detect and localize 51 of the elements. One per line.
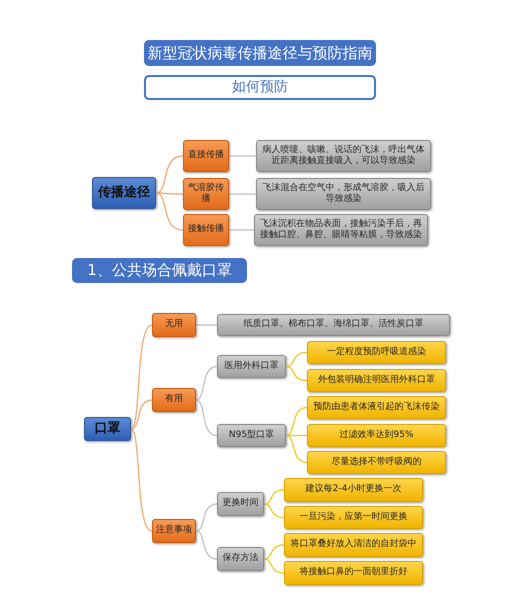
detail-box: 预防由患者体液引起的飞沫传染 (307, 396, 446, 419)
connector-line (229, 155, 256, 157)
detail-box: 建议每2-4小时更换一次 (284, 478, 423, 502)
category-box: 注意事项 (152, 519, 196, 543)
detail-box: 尽量选择不带呼吸阀的 (307, 451, 446, 474)
connector-line (264, 544, 284, 560)
connector-line (229, 229, 254, 231)
subcategory-box: N95型口罩 (217, 424, 286, 447)
subtitle-box: 如何预防 (144, 75, 376, 100)
category-box: 无用 (152, 313, 196, 337)
detail-box: 一定程度预防呼吸道感染 (307, 341, 446, 364)
detail-box: 外包装明确注明医用外科口罩 (307, 369, 446, 392)
category-box: 气溶胶传播 (183, 178, 229, 210)
connector-line (130, 399, 152, 430)
connector-line (264, 558, 284, 574)
connector-line (264, 489, 284, 505)
detail-box: 将口罩叠好放入清洁的自封袋中 (284, 533, 423, 557)
connector-line (130, 324, 152, 430)
category-box: 接触传播 (183, 214, 229, 246)
description-box: 飞沫混合在空气中，形成气溶胶，吸入后导致感染 (256, 178, 431, 210)
topic-box: 传播途径 (92, 177, 156, 209)
connector-line (196, 503, 218, 532)
connector-line (156, 192, 183, 195)
section-banner: 1、公共场合佩戴口罩 (72, 258, 247, 283)
connector-line (130, 428, 152, 532)
topic-box: 口罩 (84, 417, 131, 441)
connector-line (196, 366, 218, 401)
connector-line (156, 192, 184, 231)
title-banner: 新型冠状病毒传播途径与预防指南 (144, 40, 376, 66)
connector-line (264, 503, 284, 518)
subcategory-box: 更换时间 (217, 492, 264, 516)
connector-line (196, 530, 218, 560)
connector-line (286, 366, 308, 382)
detail-box: 过滤效率达到95% (307, 424, 446, 447)
connector-line (286, 406, 308, 436)
subcategory-box: 保存方法 (217, 547, 264, 571)
connector-line (229, 193, 256, 195)
category-box: 直接传播 (183, 140, 229, 172)
connector-line (196, 324, 217, 326)
category-box: 有用 (152, 388, 196, 412)
description-box: 飞沫沉积在物品表面，接触污染手后，再接触口腔、鼻腔、眼睛等粘膜，导致感染 (254, 214, 428, 246)
description-box: 纸质口罩、棉布口罩、海绵口罩、活性炭口罩 (217, 314, 450, 336)
connector-line (196, 399, 218, 436)
detail-box: 将接触口鼻的一面朝里折好 (284, 561, 423, 585)
connector-line (286, 434, 307, 436)
connector-line (156, 155, 184, 194)
detail-box: 一旦污染，应第一时间更换 (284, 506, 423, 529)
connector-line (286, 434, 308, 464)
connector-line (286, 352, 308, 368)
description-box: 病人喷嚏、咳嗽、说话的飞沫，呼出气体近距离接触直接吸入，可以导致感染 (256, 140, 431, 172)
subcategory-box: 医用外科口罩 (217, 355, 286, 378)
